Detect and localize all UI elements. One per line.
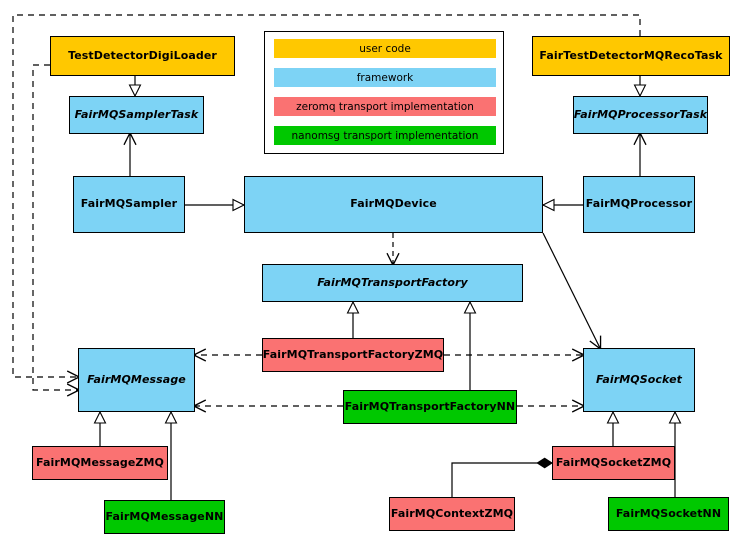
- class-box-fairmqsocketzmq[interactable]: FairMQSocketZMQ: [552, 446, 675, 480]
- class-box-fairmqtransportfactoryzmq[interactable]: FairMQTransportFactoryZMQ: [262, 338, 444, 372]
- class-box-fairmqprocessor[interactable]: FairMQProcessor: [583, 176, 695, 233]
- legend-label-nanomsg: nanomsg transport implementation: [291, 129, 479, 142]
- legend-item-zeromq: zeromq transport implementation: [274, 97, 496, 116]
- class-box-fairmqcontextzmq[interactable]: FairMQContextZMQ: [389, 497, 515, 531]
- class-box-fairtestdetectormqrecotask[interactable]: FairTestDetectorMQRecoTask: [532, 36, 730, 76]
- legend-item-nanomsg: nanomsg transport implementation: [274, 126, 496, 145]
- class-box-fairmqtransportfactory[interactable]: FairMQTransportFactory: [262, 264, 523, 302]
- class-box-fairmqsampler[interactable]: FairMQSampler: [73, 176, 185, 233]
- class-box-fairmqmessagezmq[interactable]: FairMQMessageZMQ: [32, 446, 168, 480]
- legend-label-user-code: user code: [359, 42, 411, 55]
- class-box-fairmqmessagenn[interactable]: FairMQMessageNN: [104, 500, 225, 534]
- legend-panel: user code framework zeromq transport imp…: [264, 31, 504, 154]
- edge-device-to-socket: [542, 232, 600, 348]
- legend-item-user-code: user code: [274, 39, 496, 58]
- edge-contextzmq-to-socketzmq: [451, 457, 553, 497]
- class-box-fairmqsamplertask[interactable]: FairMQSamplerTask: [69, 96, 204, 134]
- class-box-fairmqtransportfactorynn[interactable]: FairMQTransportFactoryNN: [343, 390, 517, 424]
- class-box-fairmqdevice[interactable]: FairMQDevice: [244, 176, 543, 233]
- legend-label-zeromq: zeromq transport implementation: [296, 100, 474, 113]
- class-box-fairmqsocket[interactable]: FairMQSocket: [583, 348, 695, 412]
- class-box-fairmqmessage[interactable]: FairMQMessage: [78, 348, 195, 412]
- legend-item-framework: framework: [274, 68, 496, 87]
- class-box-testdetectordigiloader[interactable]: TestDetectorDigiLoader: [50, 36, 235, 76]
- class-box-fairmqprocessortask[interactable]: FairMQProcessorTask: [573, 96, 708, 134]
- class-box-fairmqsocketnn[interactable]: FairMQSocketNN: [608, 497, 729, 531]
- legend-label-framework: framework: [356, 71, 414, 84]
